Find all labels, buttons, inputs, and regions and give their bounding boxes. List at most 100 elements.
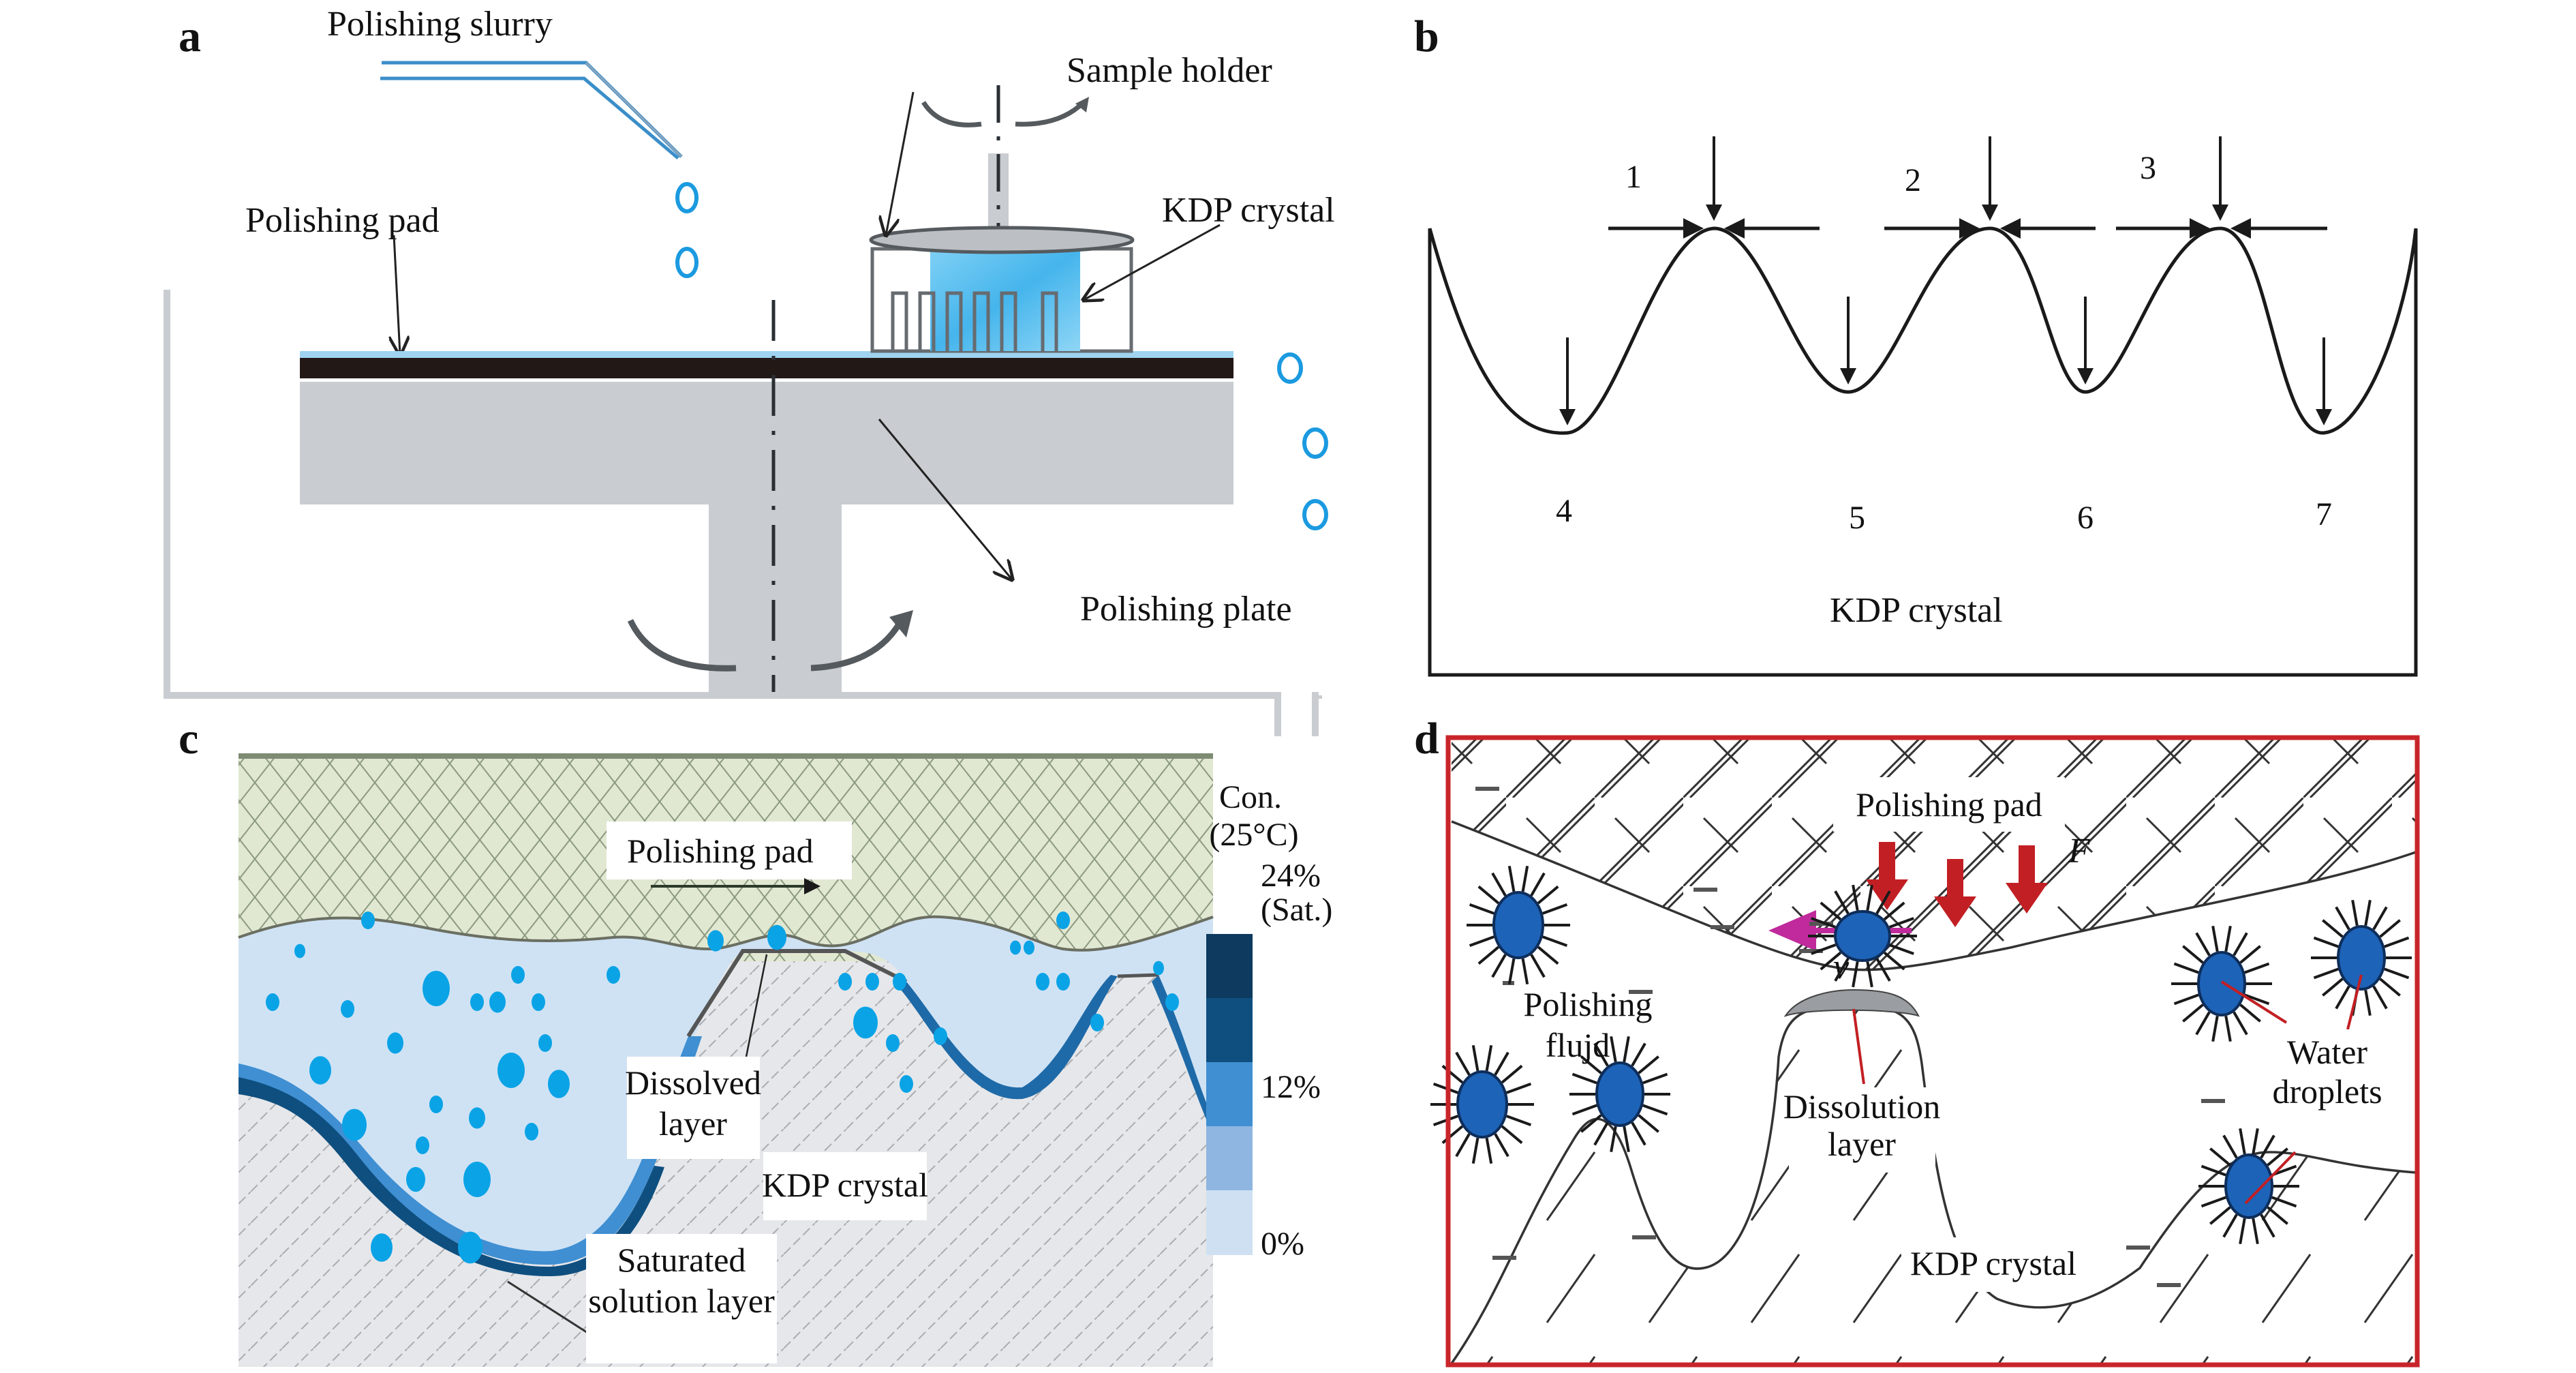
saturated-layer-mid [901, 975, 1118, 1100]
dissolution-label-bg [1789, 1087, 1935, 1173]
slurry-drops [675, 182, 1328, 530]
fluid-droplet-icon [423, 971, 450, 1006]
label-dissolved-line2: layer [659, 1104, 727, 1143]
label-fluid-line2: flujd [1546, 1026, 1610, 1064]
drop-icon [1302, 499, 1328, 530]
fluid-droplet-icon [511, 966, 525, 984]
holder-rotation-arrowhead-icon [1075, 97, 1089, 112]
kdp-pointer-arrow [1084, 224, 1221, 300]
fluid-droplet-icon [361, 911, 375, 929]
water-droplet-icon [1467, 865, 1570, 985]
peak-label-2: 2 [1905, 162, 1921, 198]
water-droplets [1430, 865, 2412, 1245]
panel-label-b: b [1414, 12, 1439, 61]
fluid-droplet-icon [387, 1032, 403, 1054]
drop-icon [675, 247, 699, 278]
crystal-box [1428, 228, 2418, 677]
label-dissolved-line1: Dissolved [625, 1063, 761, 1102]
panel-b: b 1 2 3 4 5 6 7 KDP crystal [1414, 12, 2418, 677]
slurry-pipe [380, 61, 683, 160]
dissolved-label-box [627, 1057, 760, 1159]
label-kdp-crystal-c: KDP crystal [762, 1166, 928, 1204]
fluid-droplet-icon [1024, 940, 1034, 955]
label-polishing-pad-d: Polishing pad [1856, 785, 2042, 824]
water-droplet-icon [1808, 884, 1917, 988]
panel-label-a: a [179, 12, 201, 61]
fluid-droplet-icon [470, 993, 484, 1011]
fluid-droplet-icon [767, 924, 786, 950]
label-polishing-plate: Polishing plate [1080, 590, 1292, 629]
label-dissolution-line2: layer [1828, 1125, 1896, 1163]
fluid-droplet-icon [371, 1233, 393, 1262]
panel-label-c: c [179, 714, 198, 764]
legend-band [1206, 1126, 1253, 1191]
kdp-crystal-region-d [1452, 1006, 2416, 1363]
valley-label-5: 5 [1849, 500, 1865, 536]
leader-lines-d [1852, 974, 2363, 1205]
saturated-leader-line [507, 1280, 594, 1338]
drop-icon [1302, 427, 1328, 459]
fluid-droplet-icon [429, 1096, 443, 1113]
concentration-legend: Con. (25°C) 24% (Sat.) 12% 0% [1206, 779, 1332, 1262]
fluid-droplet-icon [525, 1123, 538, 1141]
dissolved-layer-line [686, 949, 908, 1038]
legend-tick-24: 24% [1261, 858, 1321, 894]
legend-tick-12: 12% [1261, 1069, 1321, 1105]
legend-band [1206, 998, 1253, 1063]
legend-title-line2: (25°C) [1209, 817, 1298, 853]
fluid-droplet-icon [865, 973, 879, 991]
label-dissolution-line1: Dissolution [1783, 1087, 1941, 1126]
crystal-label-bg-d [1901, 1237, 2085, 1292]
fluid-droplet-icon [900, 1075, 913, 1093]
fluid-droplet-icon [1153, 961, 1164, 976]
saturated-label-box [586, 1234, 777, 1363]
legend-title-line1: Con. [1219, 779, 1282, 815]
panel-d: d Polishing pad F v [1414, 714, 2420, 1368]
rotation-arrowhead-icon [889, 610, 913, 637]
panel-c: c Polishing pad Dissolved layer KDP crys… [179, 714, 1332, 1367]
valley-label-7: 7 [2316, 496, 2332, 532]
fluid-droplet-icon [341, 1000, 354, 1018]
peak-arrows [1608, 136, 2327, 239]
slurry-film [300, 351, 1233, 358]
label-polishing-slurry: Polishing slurry [327, 5, 553, 44]
fluid-droplet-icon [886, 1034, 900, 1052]
water-droplet-icon [2198, 1128, 2299, 1245]
fluid-droplet-icon [1165, 993, 1179, 1011]
fluid-droplet-icon [1056, 911, 1070, 929]
water-droplet-icon [1569, 1036, 1670, 1153]
fluid-droplet-icon [1010, 940, 1021, 955]
drop-icon [1277, 352, 1303, 384]
legend-band [1206, 934, 1253, 999]
fluid-droplet-icon [463, 1162, 491, 1197]
water-droplet-icon [1430, 1044, 1534, 1164]
panel-d-border [1445, 735, 2420, 1368]
label-water-line1: Water [2287, 1033, 2367, 1071]
sample-holder [869, 85, 1135, 353]
label-polishing-pad-a: Polishing pad [245, 201, 440, 240]
label-kdp-crystal-d: KDP crystal [1910, 1244, 2076, 1282]
label-saturated-line2: solution layer [588, 1282, 775, 1320]
fluid-droplet-icon [853, 1006, 878, 1039]
fluid-droplet-icon [838, 973, 852, 991]
label-water-line2: droplets [2272, 1072, 2382, 1111]
fluid-droplet-icon [1036, 973, 1049, 991]
label-polishing-pad-c: Polishing pad [627, 832, 814, 870]
fluid-droplet-icon [532, 993, 545, 1011]
fluid-droplet-icon [548, 1070, 570, 1098]
fluid-droplet-icon [309, 1056, 331, 1085]
crystal-label-box [763, 1152, 927, 1220]
pad-label-box [607, 821, 852, 879]
polishing-pad-region-d [1452, 740, 2416, 970]
force-arrows [1866, 842, 2048, 927]
dissolution-layer-d [1783, 989, 1920, 1017]
legend-color-bar [1206, 934, 1253, 1255]
water-droplet-icon [2171, 925, 2272, 1042]
fluid-droplet-icon [497, 1053, 525, 1088]
fluid-droplet-icon [489, 991, 506, 1013]
dissolved-leader-line [745, 954, 768, 1057]
polishing-pad [300, 358, 1233, 378]
fluid-droplet-icon [934, 1027, 947, 1045]
fluid-droplet-icon [458, 1231, 482, 1264]
